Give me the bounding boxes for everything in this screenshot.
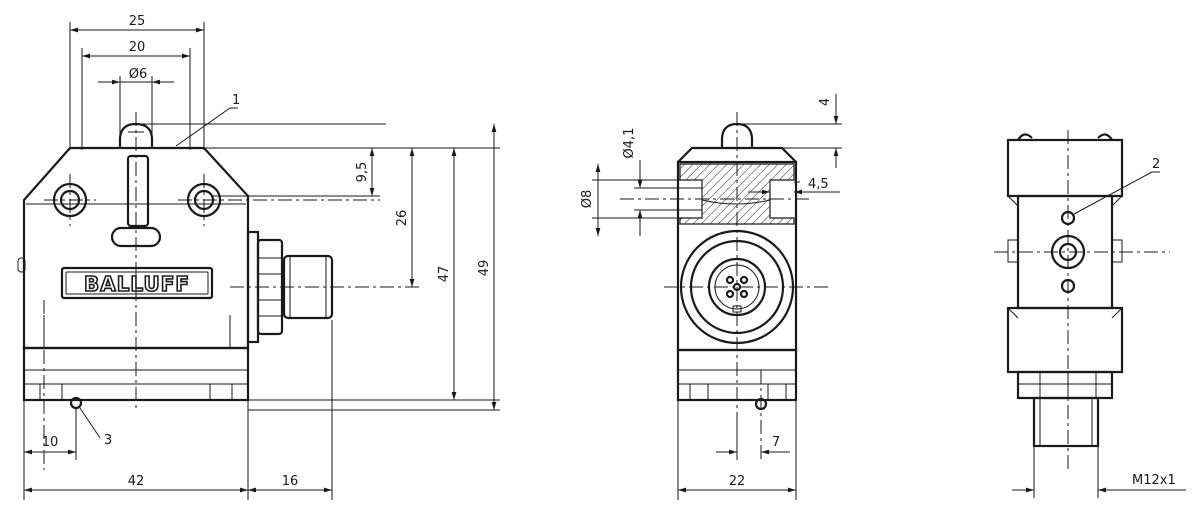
dim-height-2: 26 (395, 210, 410, 227)
callout-3: 3 (104, 433, 112, 448)
dim-width-connector: 16 (282, 474, 299, 489)
front-view: BALLUFF (17, 14, 500, 500)
dim-side-width: 22 (729, 474, 746, 489)
brand-logo: BALLUFF (84, 272, 190, 296)
callout-2: 2 (1152, 157, 1160, 172)
dim-side-pin-offset: 7 (772, 435, 780, 450)
rear-top-block (1006, 138, 1124, 198)
rear-thread (1032, 396, 1100, 448)
dim-plunger-dia: Ø6 (129, 67, 148, 82)
dim-side-hole-small: Ø4,1 (622, 128, 637, 159)
dim-width-body: 42 (128, 474, 145, 489)
logo-box (60, 266, 214, 300)
dim-top-inner: 20 (129, 40, 146, 55)
callout-1: 1 (232, 93, 240, 108)
dim-offset-left: 10 (42, 435, 59, 450)
dim-height-4: 49 (477, 260, 492, 277)
dim-rear-thread: M12x1 (1132, 473, 1176, 488)
dim-top-outer: 25 (129, 14, 146, 29)
dim-side-top-offset: 4 (818, 98, 833, 106)
side-view: 4 Ø4,1 Ø8 4,5 7 22 (580, 94, 842, 500)
rear-view: 2 M12x1 (994, 130, 1186, 498)
dim-height-1: 9,5 (355, 162, 370, 183)
dim-side-hole-large: Ø8 (580, 190, 595, 209)
dim-height-3: 47 (437, 266, 452, 283)
dim-side-counterbore: 4,5 (808, 177, 829, 192)
rear-nut (1016, 370, 1114, 400)
